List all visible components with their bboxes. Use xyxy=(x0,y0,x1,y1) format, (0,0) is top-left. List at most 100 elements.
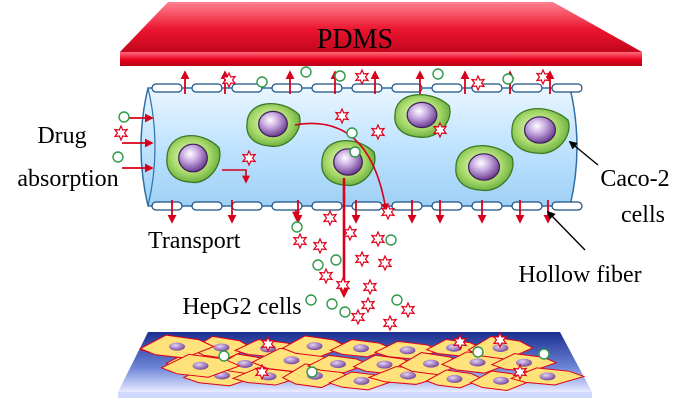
green-circle-icon xyxy=(118,111,130,123)
hepg2-cell xyxy=(139,334,216,359)
green-circle-icon xyxy=(256,76,268,88)
membrane-segment xyxy=(551,201,583,211)
drug-absorption-label-line1: Drug xyxy=(37,123,86,149)
membrane-segment xyxy=(191,83,223,93)
red-star-icon xyxy=(382,314,398,332)
green-circle-icon xyxy=(339,306,351,318)
hollow-fiber-label: Hollow fiber xyxy=(518,262,641,288)
red-star-icon xyxy=(335,276,351,294)
green-circle-icon xyxy=(312,259,324,271)
red-star-icon xyxy=(342,224,358,242)
membrane-segment xyxy=(311,83,343,93)
red-star-icon xyxy=(113,124,129,142)
green-circle-icon xyxy=(305,294,317,306)
hepg2-nucleus xyxy=(399,346,416,355)
red-star-icon xyxy=(432,121,448,139)
caco2-label-line2: cells xyxy=(621,202,665,228)
caco2-cell xyxy=(166,135,221,184)
hepg2-nucleus xyxy=(237,359,253,368)
membrane-segment xyxy=(151,201,183,211)
hepg2-nucleus xyxy=(306,342,323,351)
red-star-icon xyxy=(370,230,386,248)
red-star-icon xyxy=(322,209,338,227)
membrane-segment xyxy=(471,201,503,211)
red-star-icon xyxy=(254,363,270,381)
red-star-icon xyxy=(512,363,528,381)
hepg2-nucleus xyxy=(400,371,416,380)
membrane-segment xyxy=(311,201,343,211)
green-circle-icon xyxy=(385,234,397,246)
red-star-icon xyxy=(318,267,334,285)
red-star-icon xyxy=(350,308,366,326)
red-star-icon xyxy=(362,278,378,296)
hepg2-cell xyxy=(160,353,241,378)
red-star-icon xyxy=(221,71,237,89)
red-star-icon xyxy=(380,203,396,221)
caco2-nucleus xyxy=(406,101,438,129)
membrane-segment xyxy=(151,83,183,93)
hepg2-nucleus xyxy=(376,360,393,369)
membrane-segment xyxy=(391,83,423,93)
red-star-icon xyxy=(241,149,257,167)
red-star-icon xyxy=(312,237,328,255)
green-circle-icon xyxy=(291,221,303,233)
red-star-icon xyxy=(492,331,508,349)
red-star-icon xyxy=(292,232,308,250)
hepg2-nucleus xyxy=(423,359,439,368)
green-circle-icon xyxy=(391,294,403,306)
caco2-pointer-arrow xyxy=(568,140,599,166)
hepg2-nucleus xyxy=(493,376,509,385)
hepg2-label: HepG2 cells xyxy=(182,294,301,320)
pdms-label: PDMS xyxy=(317,24,393,55)
red-star-icon xyxy=(354,68,370,86)
hepg2-nucleus xyxy=(353,344,369,353)
pdms-slab xyxy=(120,2,642,66)
caco2-cell xyxy=(511,108,570,154)
green-circle-icon xyxy=(432,68,444,80)
membrane-segment xyxy=(191,201,223,211)
caco2-nucleus xyxy=(523,116,556,144)
red-star-icon xyxy=(452,333,468,351)
hepg2-cell xyxy=(398,352,464,376)
hepg2-nucleus xyxy=(469,358,486,367)
membrane-segment xyxy=(271,201,303,211)
caco2-nucleus xyxy=(258,110,288,138)
drug-particles xyxy=(112,66,551,381)
red-star-icon xyxy=(377,254,393,272)
green-circle-icon xyxy=(334,70,346,82)
red-star-icon xyxy=(400,301,416,319)
membrane-segment xyxy=(431,201,463,211)
caco2-cell xyxy=(455,145,514,191)
arrow-curve xyxy=(294,122,389,212)
hepg2-nucleus xyxy=(446,374,463,383)
hepg2-nucleus xyxy=(492,343,509,352)
membrane-segment xyxy=(431,83,463,93)
green-circle-icon xyxy=(538,348,550,360)
hepg2-nucleus xyxy=(192,361,209,370)
caco2-nucleus xyxy=(468,153,501,181)
membrane-segment xyxy=(351,83,383,93)
green-circle-icon xyxy=(346,127,358,139)
membrane-segment xyxy=(511,83,543,93)
hepg2-cell xyxy=(190,335,253,360)
hepg2-nucleus xyxy=(283,356,300,365)
red-star-icon xyxy=(260,335,276,353)
green-circle-icon xyxy=(502,73,514,85)
hepg2-cells xyxy=(139,334,586,391)
hepg2-nucleus xyxy=(169,342,185,351)
red-star-icon xyxy=(360,296,376,314)
green-circle-icon xyxy=(330,254,342,266)
membrane-segment xyxy=(551,83,583,93)
membrane-segment xyxy=(231,201,263,211)
caco2-cell xyxy=(321,140,376,186)
red-star-icon xyxy=(370,123,386,141)
hepg2-nucleus xyxy=(539,372,556,381)
caco2-cell xyxy=(246,103,301,147)
red-star-icon xyxy=(354,250,370,268)
drug-absorption-label-line2: absorption xyxy=(17,166,118,192)
green-circle-icon xyxy=(349,146,361,158)
caco2-label-line1: Caco-2 xyxy=(600,166,669,192)
membrane-segment xyxy=(511,201,543,211)
membrane-segment xyxy=(231,83,263,93)
